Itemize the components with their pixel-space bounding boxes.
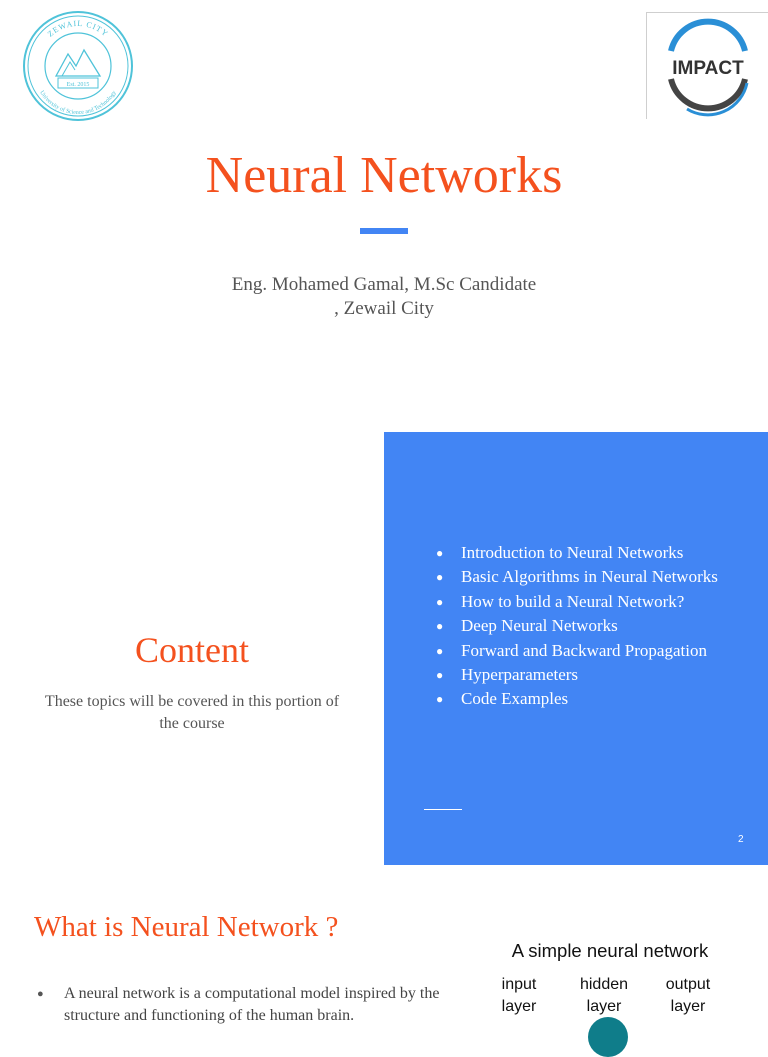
output-layer-label: output layer (648, 974, 728, 1018)
impact-logo-text: IMPACT (672, 58, 744, 79)
topic-list: Introduction to Neural Networks Basic Al… (436, 541, 736, 712)
layer-label-line: layer (586, 998, 622, 1015)
content-title: Content (135, 630, 249, 670)
hidden-layer-label: hidden layer (564, 974, 644, 1018)
impact-logo: IMPACT (668, 18, 749, 117)
slide-number: 2 (738, 834, 744, 845)
layer-label-line: input (501, 976, 537, 993)
layer-label-line: hidden (579, 976, 629, 993)
presenter-info: Eng. Mohamed Gamal, M.Sc Candidate , Zew… (0, 273, 768, 321)
layer-label-line: output (665, 976, 711, 993)
panel-divider (424, 809, 462, 810)
diagram-caption: A simple neural network (511, 940, 709, 961)
topic-item: Code Examples (436, 687, 736, 712)
topic-item: How to build a Neural Network? (436, 590, 736, 615)
hidden-node (588, 1017, 628, 1057)
topic-item: Hyperparameters (436, 663, 736, 688)
presenter-line-2: , Zewail City (334, 298, 434, 319)
topic-item: Deep Neural Networks (436, 614, 736, 639)
topic-item: Forward and Backward Propagation (436, 639, 736, 664)
definition-bullet: A neural network is a computational mode… (34, 983, 474, 1027)
content-description: These topics will be covered in this por… (44, 693, 340, 732)
topic-item: Introduction to Neural Networks (436, 541, 736, 566)
impact-logo-frame: IMPACT (646, 12, 768, 119)
layer-label-line: layer (670, 998, 706, 1015)
input-layer-label: input layer (479, 974, 559, 1018)
layer-label-line: layer (501, 998, 537, 1015)
definition-list: A neural network is a computational mode… (34, 983, 474, 1027)
definition-slide: What is Neural Network ? A neural networ… (0, 865, 768, 1057)
title-underline (360, 228, 408, 234)
title-slide: ZEWAIL CITY University of Science and Te… (0, 0, 768, 432)
topic-item: Basic Algorithms in Neural Networks (436, 565, 736, 590)
definition-title: What is Neural Network ? (34, 911, 339, 943)
presenter-line-1: Eng. Mohamed Gamal, M.Sc Candidate (231, 274, 537, 295)
logo-est-text: Est. 2015 (67, 82, 90, 88)
zewail-city-logo: ZEWAIL CITY University of Science and Te… (23, 11, 133, 121)
content-slide: Content These topics will be covered in … (0, 432, 768, 865)
presentation-title: Neural Networks (205, 147, 563, 204)
